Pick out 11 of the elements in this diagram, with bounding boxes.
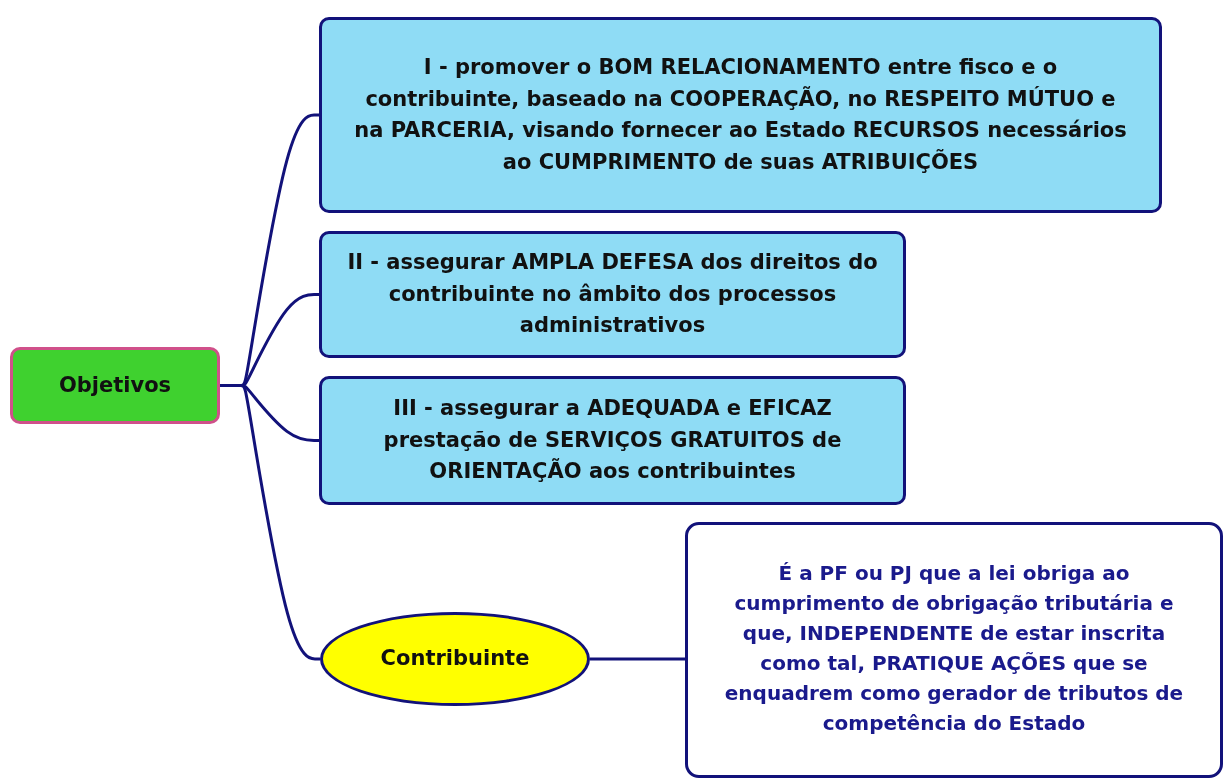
topic-box	[685, 522, 1223, 778]
topic-box	[319, 17, 1162, 213]
node-text: É a PF ou PJ que a lei obriga ao cumprimento de obrigação tributária e que, INDEPENDENTE de estar inscrita como tal, PRATIQUE AÇÕES que se enquadrem como gerador de tributos de competência do Estado	[723, 560, 1185, 737]
node-text: Objetivos	[58, 371, 172, 399]
node-text: II - assegurar AMPLA DEFESA dos direitos do contribuinte no âmbito dos processos administrativos	[346, 249, 879, 340]
node-text: III - assegurar a ADEQUADA e EFICAZ prestação de SERVIÇOS GRATUITOS de ORIENTAÇÃO aos contribuintes	[382, 395, 843, 486]
node-text: Contribuinte	[380, 645, 530, 673]
topic-box	[319, 376, 906, 505]
topic-box	[319, 231, 906, 358]
node-text: I - promover o BOM RELACIONAMENTO entre fisco e o contribuinte, baseado na COOPERAÇÃO, no RESPEITO MÚTUO e na PARCERIA, visando fornecer ao Estado RECURSOS necessários ao CUMPRIMENTO de suas ATRIBUIÇÕES	[353, 54, 1128, 176]
topic-box	[10, 347, 220, 424]
